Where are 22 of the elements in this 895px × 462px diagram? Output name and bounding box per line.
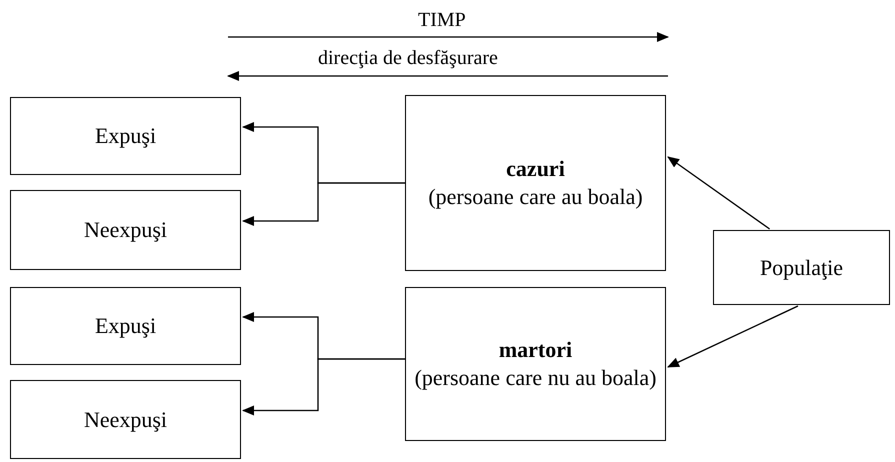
process-box bbox=[10, 380, 241, 459]
process-box bbox=[10, 190, 241, 270]
arrow bbox=[242, 182, 405, 226]
process-box bbox=[405, 95, 666, 271]
box-heading: cazuri bbox=[506, 155, 565, 183]
axis-label: TIMP bbox=[418, 10, 466, 30]
process-box bbox=[405, 287, 666, 441]
arrow bbox=[667, 156, 770, 230]
box-text: Expuşi bbox=[94, 122, 156, 150]
box-text: Populaţie bbox=[760, 254, 844, 282]
box-text: Neexpuşi bbox=[84, 216, 168, 244]
arrow bbox=[242, 358, 405, 416]
process-box bbox=[10, 97, 241, 175]
box-text: Neexpuşi bbox=[84, 406, 168, 434]
process-box bbox=[713, 230, 890, 305]
arrow bbox=[667, 305, 798, 368]
box-heading: martori bbox=[498, 336, 572, 364]
axis-label: direcţia de desfăşurare bbox=[318, 48, 498, 68]
box-text: (persoane care nu au boala) bbox=[414, 364, 656, 392]
process-box bbox=[10, 287, 241, 365]
box-text: (persoane care au boala) bbox=[428, 183, 643, 211]
box-text: Expuşi bbox=[94, 312, 156, 340]
